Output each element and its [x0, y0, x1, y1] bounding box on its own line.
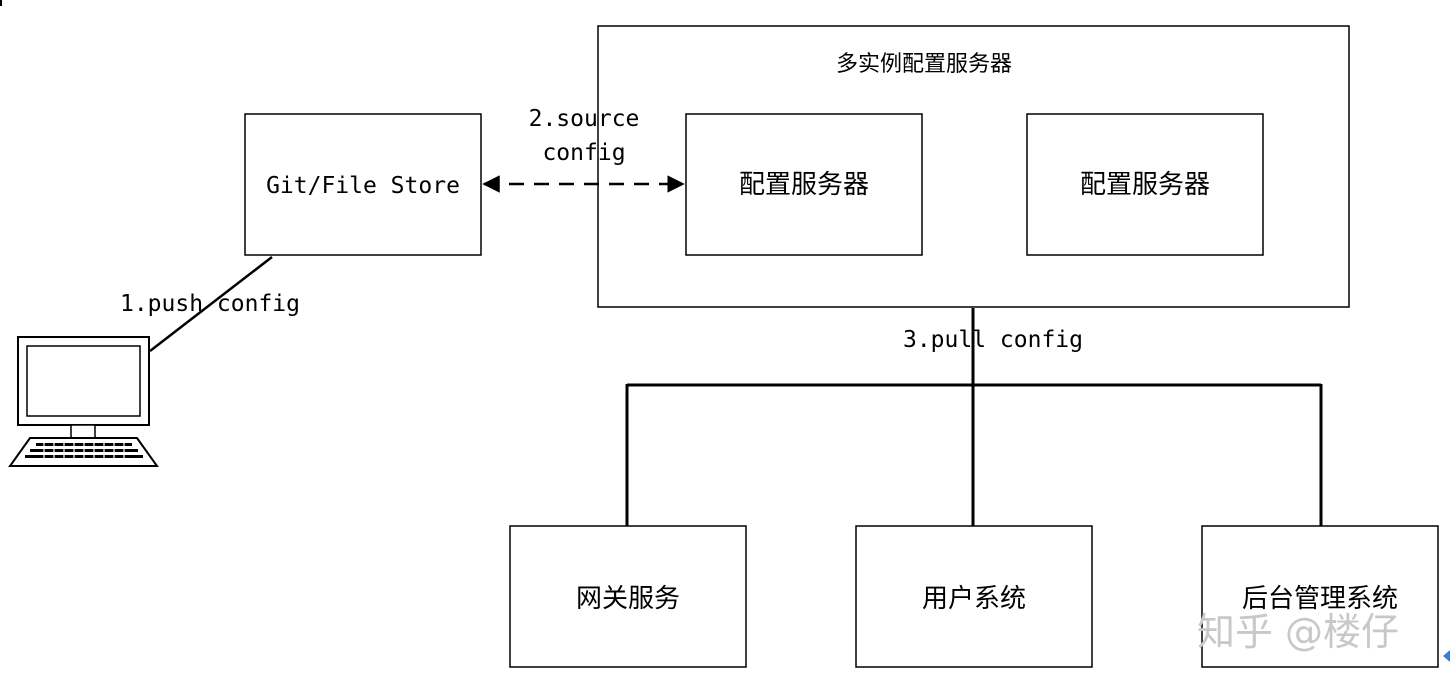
config-server-2-box [1026, 113, 1264, 256]
pull-config-connector [625, 308, 1323, 526]
config-server-1-label: 配置服务器 [739, 170, 869, 200]
pull-config-label: 3.pull config [903, 327, 1083, 353]
source-config-label-line1: 2.source [529, 106, 640, 132]
edge-marker [1443, 650, 1450, 662]
config-server-1-box [685, 113, 923, 256]
push-config-label: 1.push config [120, 291, 300, 317]
watermark: 知乎 @楼仔 [1197, 610, 1399, 654]
computer-icon [8, 336, 159, 467]
git-store-label: Git/File Store [266, 173, 460, 199]
source-config-label-line2: config [542, 140, 625, 166]
git-store-box [244, 113, 482, 256]
push-config-line [149, 256, 273, 352]
user-system-box [855, 525, 1093, 668]
gateway-service-box [509, 525, 747, 668]
admin-system-box [1201, 525, 1439, 668]
gateway-service-label: 网关服务 [576, 584, 680, 614]
admin-system-label: 后台管理系统 [1242, 584, 1398, 614]
user-system-label: 用户系统 [922, 584, 1026, 614]
config-server-2-label: 配置服务器 [1080, 170, 1210, 200]
config-cluster-title: 多实例配置服务器 [836, 52, 1012, 77]
